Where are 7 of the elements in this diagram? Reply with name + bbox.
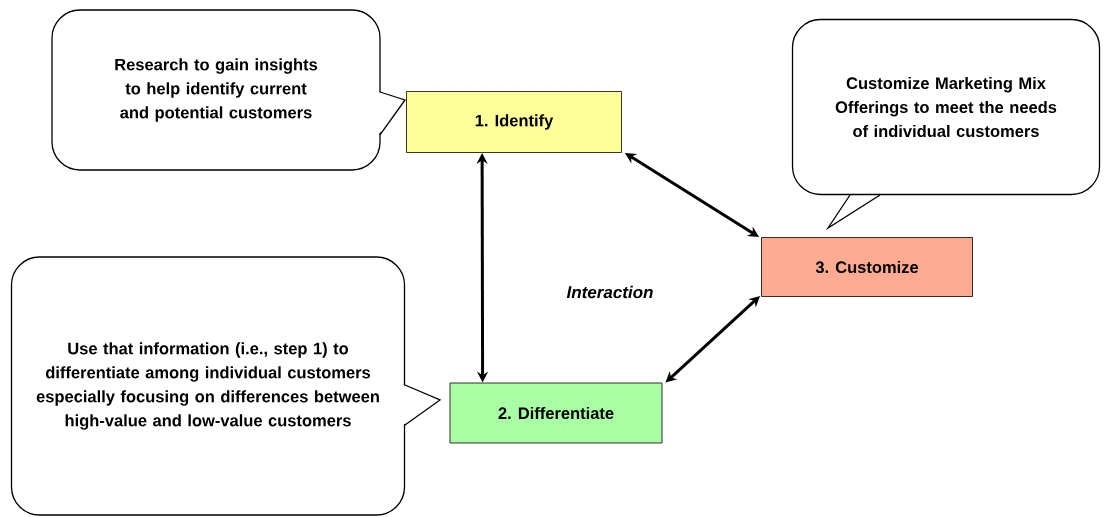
speech-bubble: Research to gain insights to help identify current and potential customers [51,9,407,171]
speech-bubble: Use that information (i.e., step 1) to differentiate among individual customers especially focusing on differences between high-value and low-value customers [10,256,442,516]
step-box: 2. Differentiate [449,382,663,444]
diagram-label: Interaction [566,285,653,299]
step-box: 3. Customize [761,237,973,297]
step-box: 1. Identify [406,91,622,153]
speech-bubble: Customize Marketing Mix Offerings to meet the needs of individual customers [791,18,1101,231]
